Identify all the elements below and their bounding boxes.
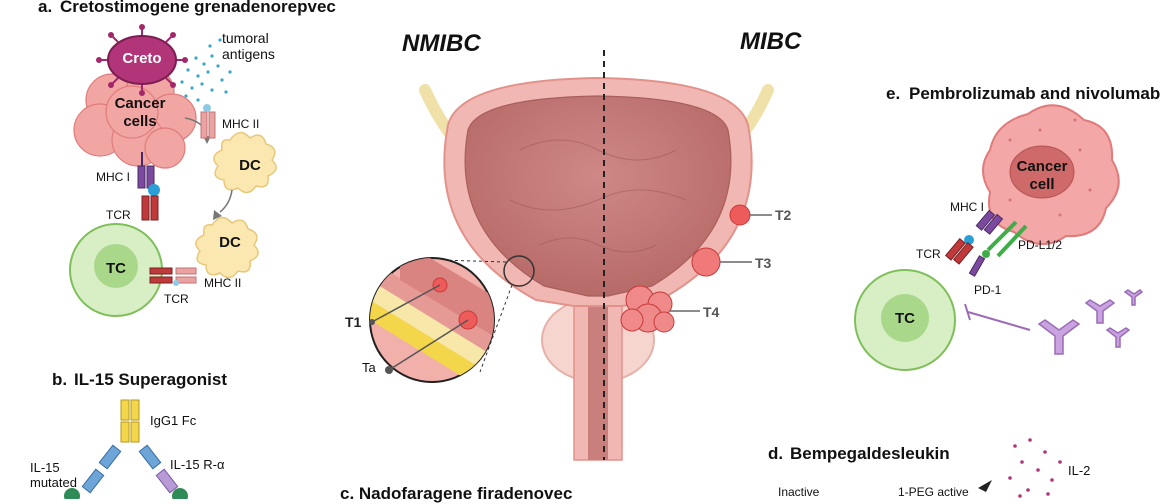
mibc-heading: MIBC	[740, 28, 802, 55]
tcr-mhc-ii-bottom	[149, 267, 197, 286]
t3-label: T3	[755, 255, 772, 271]
dendritic-cell-2	[195, 216, 259, 279]
tcr-bottom-label: TCR	[164, 292, 189, 306]
dc-2-label: DC	[219, 234, 241, 251]
tumoral-antigens-dots	[180, 38, 232, 102]
panel-e-illustration	[854, 104, 1144, 371]
il15-r-alpha-label: IL-15 R-α	[170, 457, 225, 472]
panel-d-letter: d.	[768, 444, 784, 463]
pd-l1-receptors	[986, 220, 1028, 258]
panel-a-letter: a.	[38, 0, 53, 16]
tumor-t3	[691, 247, 721, 277]
panel-e-letter: e.	[886, 84, 901, 103]
panel-a-title: Cretostimogene grenadenorepvec	[60, 0, 336, 16]
mhc-ii-receptor-top	[200, 104, 216, 139]
panel-b-title: IL-15 Superagonist	[74, 370, 228, 389]
bladder-lumen	[464, 95, 732, 297]
il15-arms	[81, 444, 179, 494]
mhc-ii-top-label: MHC II	[222, 117, 260, 131]
mhc-i-a-label: MHC I	[96, 170, 130, 184]
panel-d-illustration	[978, 438, 1062, 498]
nmibc-heading: NMIBC	[402, 30, 481, 57]
cancer-cells-label: Cancer cells	[114, 95, 166, 130]
peg-active-label: 1-PEG active	[898, 485, 969, 499]
creto-label: Creto	[122, 50, 162, 67]
t-cell-e-nucleus	[881, 294, 929, 342]
tcr-a-label: TCR	[106, 208, 131, 222]
tc-a-label: TC	[106, 260, 126, 277]
panel-b-letter: b.	[52, 370, 68, 389]
pd-1-receptor	[968, 250, 990, 277]
tumor-t2	[729, 204, 751, 226]
pd-1-label: PD-1	[974, 283, 1002, 297]
mhc-i-e-label: MHC I	[950, 200, 984, 214]
t1-label: T1	[345, 314, 362, 330]
ta-label: Ta	[362, 360, 376, 375]
creto-virus	[96, 24, 188, 96]
panel-d-title: Bempegaldesleukin	[790, 444, 950, 463]
igg1-fc-label: IgG1 Fc	[150, 413, 197, 428]
igg1-fc-domains	[120, 399, 140, 443]
il15-mutated-label: IL-15 mutated	[30, 460, 77, 490]
t2-label: T2	[775, 207, 792, 223]
mhc-i-tcr-complex	[137, 152, 160, 221]
panel-e-title: Pembrolizumab and nivolumab	[909, 84, 1161, 103]
t4-label: T4	[703, 304, 720, 320]
tumoral-antigens-label: tumoral antigens	[222, 30, 275, 62]
dendritic-cell-1	[213, 131, 277, 194]
panel-c-title: c. Nadofaragene firadenovec	[340, 484, 573, 503]
il-2-label: IL-2	[1068, 463, 1091, 478]
panel-a-illustration	[69, 24, 277, 317]
mhc-i-tcr-e	[944, 209, 1004, 265]
checkpoint-antibodies	[1037, 289, 1144, 355]
bladder-illustration	[369, 50, 774, 461]
tumor-t4	[620, 285, 675, 333]
tc-e-label: TC	[895, 310, 915, 327]
arrow-icon	[978, 480, 992, 492]
cancer-cell-e-label: Cancer cell	[1016, 158, 1068, 193]
dc-1-label: DC	[239, 157, 261, 174]
pd-l1-label: PD-L1/2	[1018, 238, 1063, 252]
mhc-ii-bottom-label: MHC II	[204, 276, 242, 290]
cancer-cell-e-nucleus	[1009, 145, 1075, 199]
t-cell-a-nucleus	[94, 244, 138, 288]
inactive-label: Inactive	[778, 485, 820, 499]
inhibition-line	[967, 311, 1031, 331]
zoom-cross-section	[369, 257, 495, 383]
zoom-origin-circle	[503, 255, 535, 287]
tcr-e-label: TCR	[916, 247, 941, 261]
